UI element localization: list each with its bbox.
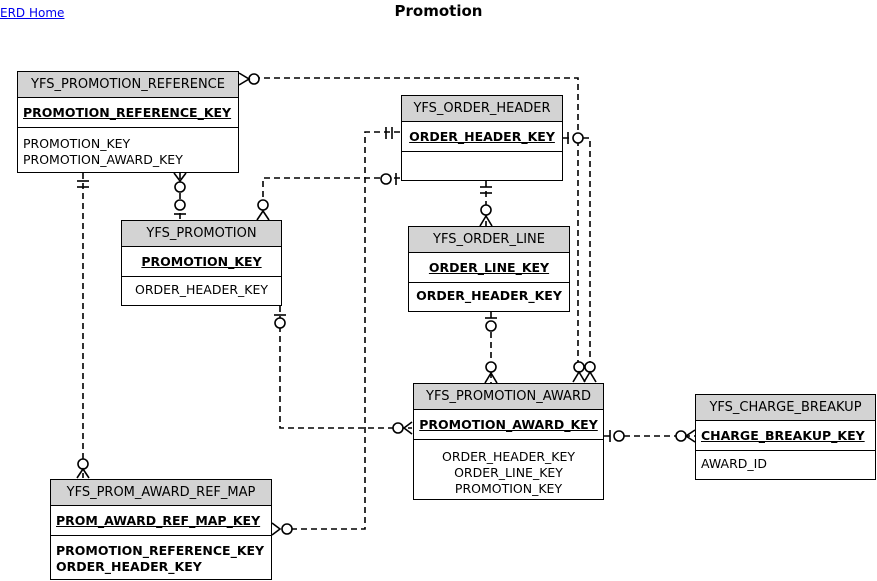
primary-key: PROMOTION_REFERENCE_KEY	[18, 98, 238, 128]
primary-key: PROMOTION_KEY	[122, 247, 281, 277]
attribute: PROMOTION_AWARD_KEY	[23, 152, 183, 167]
entity-name: YFS_PROMOTION	[122, 221, 281, 247]
entity-prom-award-ref-map[interactable]: YFS_PROM_AWARD_REF_MAP PROM_AWARD_REF_MA…	[50, 479, 272, 580]
attribute: ORDER_LINE_KEY	[454, 465, 563, 480]
entity-order-line[interactable]: YFS_ORDER_LINE ORDER_LINE_KEY ORDER_HEAD…	[408, 226, 570, 312]
primary-key: PROMOTION_AWARD_KEY	[414, 410, 603, 440]
attribute-list: PROMOTION_KEY PROMOTION_AWARD_KEY	[18, 128, 238, 168]
primary-key: CHARGE_BREAKUP_KEY	[696, 421, 875, 451]
entity-charge-breakup[interactable]: YFS_CHARGE_BREAKUP CHARGE_BREAKUP_KEY AW…	[695, 394, 876, 480]
entity-name: YFS_PROMOTION_REFERENCE	[18, 72, 238, 98]
primary-key: ORDER_LINE_KEY	[409, 253, 569, 283]
entity-name: YFS_ORDER_LINE	[409, 227, 569, 253]
entity-name: YFS_ORDER_HEADER	[402, 96, 562, 122]
entity-name: YFS_PROM_AWARD_REF_MAP	[51, 480, 271, 506]
attribute-list: ORDER_HEADER_KEY	[409, 283, 569, 304]
entity-order-header[interactable]: YFS_ORDER_HEADER ORDER_HEADER_KEY	[401, 95, 563, 181]
rel-orderheader-promotion	[262, 177, 400, 210]
cardinality-markers	[76, 72, 696, 536]
attribute-list: ORDER_HEADER_KEY	[122, 277, 281, 298]
attribute: PROMOTION_KEY	[454, 481, 563, 496]
attribute: AWARD_ID	[701, 456, 767, 471]
attribute: ORDER_HEADER_KEY	[56, 559, 202, 574]
primary-key: ORDER_HEADER_KEY	[402, 122, 562, 152]
primary-key: PROM_AWARD_REF_MAP_KEY	[51, 506, 271, 536]
attribute: PROMOTION_KEY	[23, 136, 131, 151]
erd-home-link[interactable]: ERD Home	[0, 6, 65, 20]
attribute: ORDER_HEADER_KEY	[416, 288, 562, 303]
entity-promotion-award[interactable]: YFS_PROMOTION_AWARD PROMOTION_AWARD_KEY …	[413, 383, 604, 500]
rel-promotion-award	[279, 306, 412, 429]
page-title: Promotion	[394, 2, 483, 20]
rel-orderheader-refmap	[282, 131, 400, 530]
rel-orderheader-promoref	[252, 77, 579, 140]
attribute: PROMOTION_REFERENCE_KEY	[56, 543, 265, 558]
attribute-list: PROMOTION_REFERENCE_KEY ORDER_HEADER_KEY	[51, 536, 271, 575]
rel-orderheader-award-b	[563, 137, 591, 370]
entity-promotion-reference[interactable]: YFS_PROMOTION_REFERENCE PROMOTION_REFERE…	[17, 71, 239, 173]
attribute-list: AWARD_ID	[696, 451, 875, 472]
attribute: ORDER_HEADER_KEY	[134, 282, 269, 297]
entity-promotion[interactable]: YFS_PROMOTION PROMOTION_KEY ORDER_HEADER…	[121, 220, 282, 306]
entity-name: YFS_PROMOTION_AWARD	[414, 384, 603, 410]
entity-name: YFS_CHARGE_BREAKUP	[696, 395, 875, 421]
attribute-list: ORDER_HEADER_KEY ORDER_LINE_KEY PROMOTIO…	[414, 440, 603, 497]
attribute: ORDER_HEADER_KEY	[441, 449, 576, 464]
